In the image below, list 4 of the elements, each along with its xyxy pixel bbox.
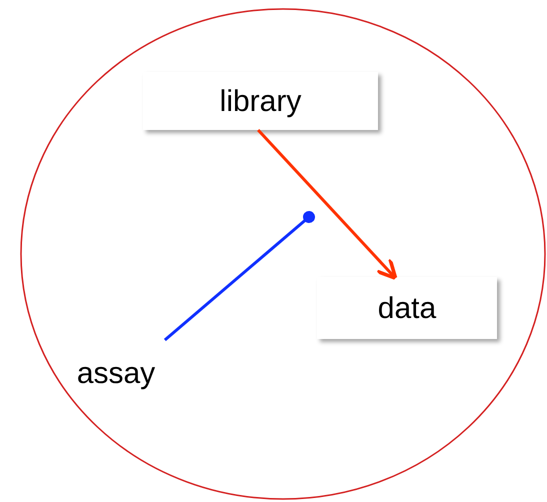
- label-box: data: [317, 277, 497, 339]
- arrow: [257, 128, 398, 280]
- text-label: assay: [64, 340, 168, 396]
- label-box: library: [143, 72, 378, 130]
